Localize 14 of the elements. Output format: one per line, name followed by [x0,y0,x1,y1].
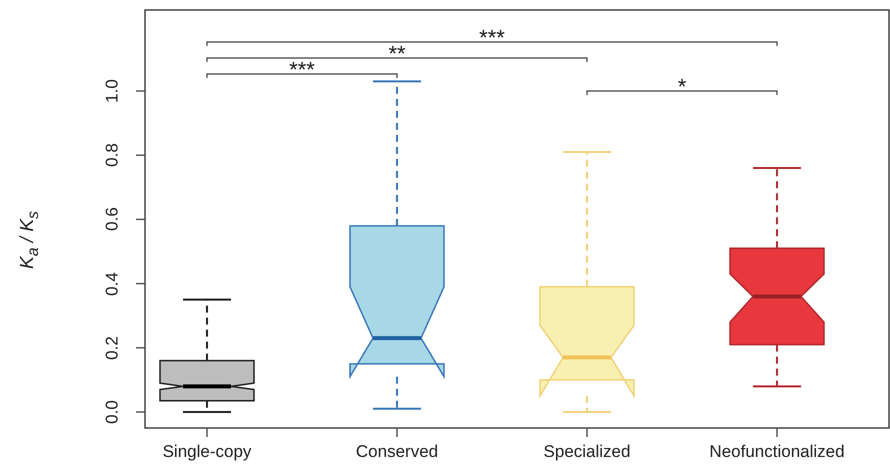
tick-label: 0.2 [104,336,120,360]
tick-label: 0.6 [104,208,120,232]
category-label: Single-copy [162,442,252,462]
category-label: Specialized [544,442,630,462]
category-label: Conserved [356,442,438,462]
tick-label: 1.0 [104,79,120,103]
significance-stars: *** [289,59,315,81]
tick-label: 0.4 [104,272,120,296]
category-label: Neofunctionalized [709,442,845,462]
significance-stars: ** [388,43,406,65]
tick-label: 0.8 [104,143,120,167]
tick-label: 0.0 [104,400,120,424]
significance-stars: * [678,76,686,98]
significance-stars: *** [479,27,505,49]
